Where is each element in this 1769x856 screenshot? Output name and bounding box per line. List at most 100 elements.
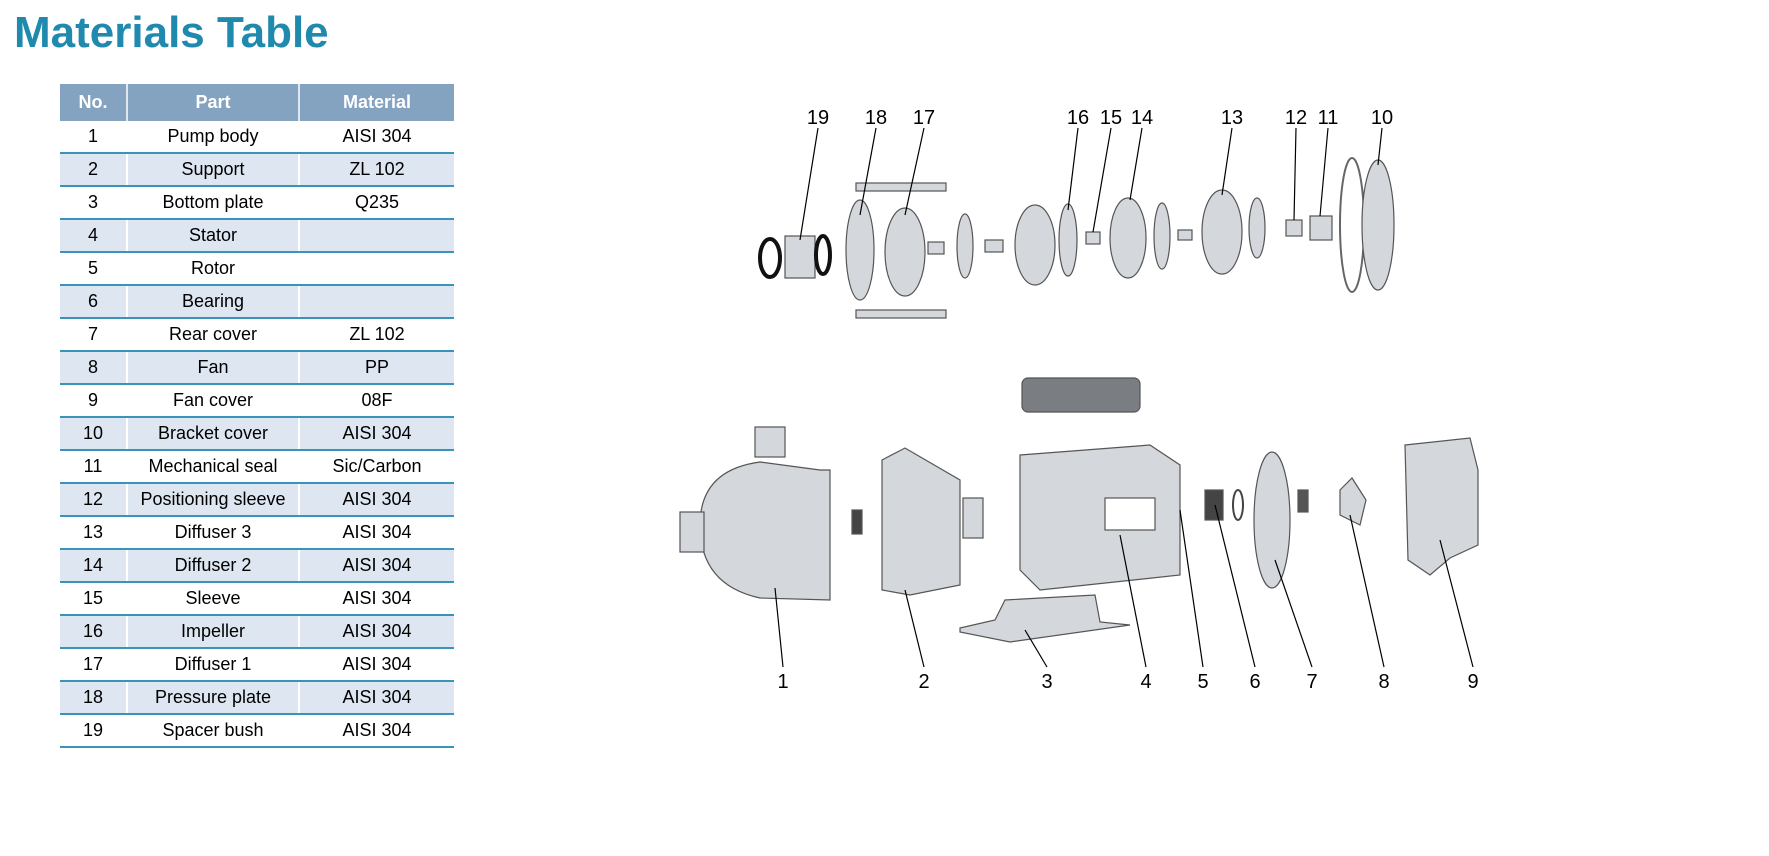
callout-label: 10 [1371, 107, 1393, 129]
cell-part: Bearing [127, 285, 300, 319]
callout-label: 14 [1131, 107, 1153, 129]
callout-label: 17 [913, 107, 935, 129]
part-18 [845, 199, 875, 301]
cell-part: Positioning sleeve [127, 483, 300, 517]
cell-part: Spacer bush [127, 714, 300, 748]
part-19 [784, 235, 816, 279]
header-material: Material [299, 84, 454, 121]
part-8 [1339, 477, 1367, 526]
cell-no: 14 [60, 549, 128, 583]
cell-material: AISI 304 [299, 681, 454, 715]
cell-part: Bottom plate [127, 186, 300, 220]
cell-part: Diffuser 2 [127, 549, 300, 583]
cell-material [299, 219, 454, 253]
cell-part: Impeller [127, 615, 300, 649]
cell-material: AISI 304 [299, 615, 454, 649]
cell-part: Sleeve [127, 582, 300, 616]
callout-label: 8 [1378, 671, 1389, 693]
part-7 [1253, 451, 1291, 589]
cell-material: ZL 102 [299, 318, 454, 352]
cell-no: 6 [60, 285, 128, 319]
cell-no: 7 [60, 318, 128, 352]
part-3 [959, 594, 1131, 643]
callout-label: 1 [777, 671, 788, 693]
callout-label: 11 [1318, 107, 1339, 129]
cell-material: PP [299, 351, 454, 385]
cell-material: ZL 102 [299, 153, 454, 187]
cell-part: Bracket cover [127, 417, 300, 451]
part-12 [1285, 219, 1303, 237]
callout-label: 15 [1100, 107, 1122, 129]
part-13 [1201, 189, 1243, 275]
part-11 [1309, 215, 1333, 241]
cell-no: 1 [60, 121, 128, 154]
callout-label: 18 [865, 107, 887, 129]
callout-label: 6 [1249, 671, 1260, 693]
cell-no: 16 [60, 615, 128, 649]
cell-material: AISI 304 [299, 417, 454, 451]
cell-no: 17 [60, 648, 128, 682]
cell-material: AISI 304 [299, 516, 454, 550]
callout-label: 5 [1197, 671, 1208, 693]
cell-material: Q235 [299, 186, 454, 220]
cell-material: Sic/Carbon [299, 450, 454, 484]
callout-label: 7 [1306, 671, 1317, 693]
cell-material: 08F [299, 384, 454, 418]
part-10 [1361, 159, 1395, 291]
cell-part: Pump body [127, 121, 300, 154]
cell-part: Diffuser 3 [127, 516, 300, 550]
callout-label: 4 [1140, 671, 1151, 693]
table-header-row: No. Part Material [60, 84, 454, 121]
cell-material: AISI 304 [299, 549, 454, 583]
cell-material: AISI 304 [299, 121, 454, 154]
cell-part: Pressure plate [127, 681, 300, 715]
part-1 [699, 461, 831, 601]
cell-material [299, 252, 454, 286]
cell-part: Diffuser 1 [127, 648, 300, 682]
cell-part: Fan cover [127, 384, 300, 418]
part-4 [1019, 444, 1181, 591]
cell-part: Support [127, 153, 300, 187]
part-16 [1058, 203, 1078, 277]
cell-material: AISI 304 [299, 714, 454, 748]
callout-label: 9 [1467, 671, 1478, 693]
callout-label: 13 [1221, 107, 1243, 129]
header-no: No. [60, 84, 128, 121]
cell-no: 19 [60, 714, 128, 748]
callout-label: 2 [918, 671, 929, 693]
cell-no: 9 [60, 384, 128, 418]
callout-label: 12 [1285, 107, 1307, 129]
cell-part: Fan [127, 351, 300, 385]
cell-part: Rotor [127, 252, 300, 286]
cell-no: 13 [60, 516, 128, 550]
cell-material: AISI 304 [299, 582, 454, 616]
cell-no: 2 [60, 153, 128, 187]
cell-no: 10 [60, 417, 128, 451]
cell-no: 3 [60, 186, 128, 220]
cell-no: 11 [60, 450, 128, 484]
part-diffuser [1014, 204, 1056, 286]
cell-no: 4 [60, 219, 128, 253]
cell-part: Mechanical seal [127, 450, 300, 484]
cell-material [299, 285, 454, 319]
part-14 [1109, 197, 1147, 279]
part-15 [1085, 231, 1101, 245]
